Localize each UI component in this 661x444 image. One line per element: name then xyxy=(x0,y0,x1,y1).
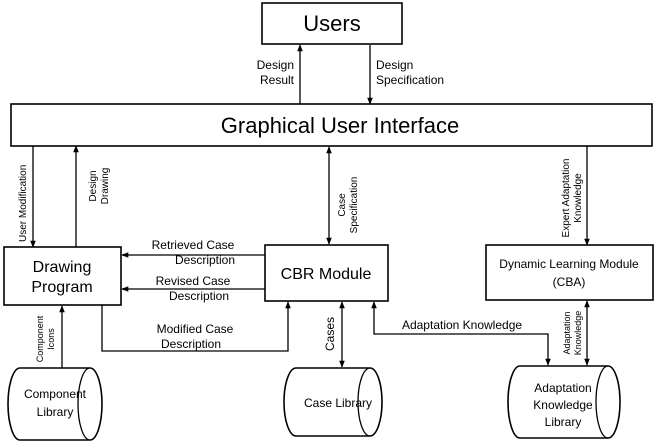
retrieved-case-label-1: Retrieved Case xyxy=(152,238,235,252)
drawing-program-label-2: Program xyxy=(31,279,92,296)
expert-adaptation-label-2: Knowledge xyxy=(573,173,584,223)
gui-node: Graphical User Interface xyxy=(10,103,653,147)
design-result-label-2: Result xyxy=(260,73,295,87)
users-node: Users xyxy=(261,2,403,45)
drawing-program-node: Drawing Program xyxy=(3,246,122,306)
case-specification-label-2: Specification xyxy=(349,177,360,234)
adaptation-knowledge-arrow xyxy=(371,301,551,366)
dlm-label-1: Dynamic Learning Module xyxy=(499,257,639,271)
retrieved-case-label-2: Description xyxy=(175,253,235,267)
design-result-label-1: Design xyxy=(257,58,294,72)
cbr-module-label: CBR Module xyxy=(281,266,372,283)
dlm-label-2: (CBA) xyxy=(553,275,586,289)
users-label: Users xyxy=(303,11,360,36)
design-specification-label-2: Specification xyxy=(376,73,444,87)
component-icons-label-1: Component xyxy=(35,315,45,362)
adaptation-library-node: Adaptation Knowledge Library xyxy=(507,365,621,439)
dlm-node: Dynamic Learning Module (CBA) xyxy=(485,244,654,301)
adaptation-library-label-2: Knowledge xyxy=(533,398,593,412)
adaptation-library-label-1: Adaptation xyxy=(534,381,591,395)
adaptation-knowledge-v-label-2: Knowledge xyxy=(573,311,583,356)
cases-label: Cases xyxy=(323,317,337,351)
case-specification-label-1: Case xyxy=(337,193,348,217)
modified-case-arrow xyxy=(101,301,291,352)
design-drawing-label-1: Design xyxy=(88,170,99,201)
component-library-label-2: Library xyxy=(37,405,74,419)
revised-case-label-2: Description xyxy=(169,289,229,303)
case-library-node: Case Library xyxy=(283,367,383,437)
gui-label: Graphical User Interface xyxy=(221,113,459,138)
revised-case-label-1: Revised Case xyxy=(156,274,231,288)
design-specification-label-1: Design xyxy=(376,58,413,72)
modified-case-label-2: Description xyxy=(161,337,221,351)
drawing-program-label-1: Drawing xyxy=(33,259,92,276)
cbr-module-node: CBR Module xyxy=(264,244,389,302)
component-library-node: Component Library xyxy=(7,367,103,441)
adaptation-library-label-3: Library xyxy=(545,415,582,429)
adaptation-knowledge-label: Adaptation Knowledge xyxy=(402,318,522,332)
expert-adaptation-label-1: Expert Adaptation xyxy=(561,159,572,238)
design-drawing-label-2: Drawing xyxy=(100,168,111,205)
component-library-label-1: Component xyxy=(24,387,87,401)
modified-case-label-1: Modified Case xyxy=(157,322,234,336)
adaptation-knowledge-v-label-1: Adaptation xyxy=(562,311,572,354)
user-modification-label: User Modification xyxy=(18,165,29,242)
component-icons-label-2: Icons xyxy=(46,328,56,350)
case-library-label: Case Library xyxy=(304,396,372,410)
